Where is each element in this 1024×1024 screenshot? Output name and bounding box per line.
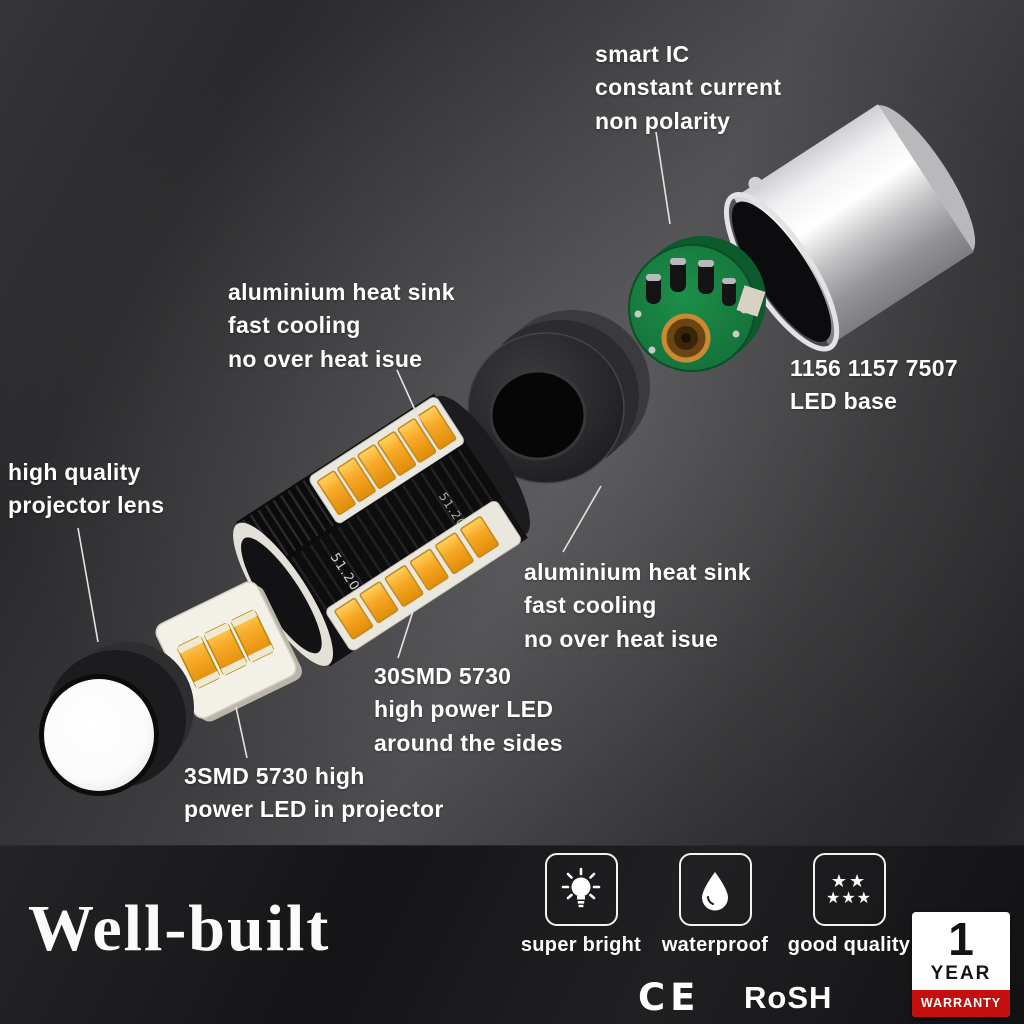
driver-pcb-part (628, 236, 766, 372)
annotation-line: non polarity (595, 107, 731, 134)
warranty-band: WARRANTY (912, 990, 1010, 1017)
ce-mark: CE (638, 976, 701, 1019)
led-base-part (723, 104, 976, 352)
leader-line-lens (77, 527, 99, 643)
annotation-smd3: 3SMD 5730 high power LED in projector (184, 760, 444, 827)
annotation-smd30: 30SMD 5730 high power LED around the sid… (374, 660, 563, 760)
annotation-line: 30SMD 5730 (374, 663, 512, 689)
annotation-heatsink-mid: aluminium heat sink fast cooling no over… (524, 556, 751, 656)
feature-good-quality: ★★ ★★★ good quality (769, 853, 929, 957)
projector-lens-part (39, 642, 194, 796)
heatsink-ring-part (467, 310, 650, 484)
annotation-line: fast cooling (228, 312, 361, 339)
footer-band: Well-built super bright waterp (0, 845, 1024, 1024)
leader-line-smart-ic (655, 131, 671, 225)
feature-label: super bright (520, 934, 642, 956)
leader-line-smd30 (397, 607, 415, 659)
annotation-line: aluminium heat sink (524, 559, 751, 585)
stars-icon: ★★ ★★★ (812, 853, 886, 926)
droplet-icon (678, 853, 752, 926)
annotation-line: no over heat isue (524, 625, 719, 652)
leader-line-heatsink-top (396, 369, 425, 431)
leader-lines (77, 131, 671, 759)
feature-label: waterproof (661, 934, 769, 956)
warranty-number: 1 (948, 913, 974, 965)
annotation-line: around the sides (374, 729, 563, 756)
annotation-smart-ic: smart IC constant current non polarity (595, 38, 781, 138)
stars-row-top: ★★ (830, 870, 868, 891)
leader-line-smd3 (235, 706, 248, 759)
annotation-projector-lens: high quality projector lens (8, 456, 164, 523)
annotation-line: LED base (790, 388, 898, 415)
exploded-view-diagram: 51.205 51.205 (39, 104, 976, 796)
annotation-line: power LED in projector (184, 796, 444, 823)
product-slogan: Well-built (28, 892, 331, 965)
warranty-badge: 1 YEAR WARRANTY (912, 912, 1010, 1017)
feature-waterproof: waterproof (635, 853, 795, 957)
led-body-part: 51.205 51.205 (233, 393, 530, 667)
annotation-line: 3SMD 5730 high (184, 763, 365, 789)
annotation-heatsink-top: aluminium heat sink fast cooling no over… (228, 276, 455, 376)
annotation-line: projector lens (8, 492, 165, 519)
stars-row-bottom: ★★★ (825, 889, 873, 907)
feature-label: good quality (787, 934, 911, 956)
bulb-icon (544, 853, 618, 926)
annotation-line: no over heat isue (228, 345, 423, 372)
annotation-line: constant current (595, 74, 782, 101)
annotation-line: 1156 1157 7507 (790, 355, 958, 381)
annotation-line: smart IC (595, 41, 690, 67)
smd-board-part (155, 581, 302, 722)
annotation-line: high quality (8, 459, 141, 485)
rosh-mark: RoSH (744, 980, 833, 1015)
annotation-line: aluminium heat sink (228, 279, 455, 305)
leader-line-heatsink-mid (562, 485, 602, 553)
feature-super-bright: super bright (501, 853, 661, 957)
annotation-led-base: 1156 1157 7507 LED base (790, 352, 958, 419)
annotation-line: fast cooling (524, 592, 657, 619)
annotation-line: high power LED (374, 696, 554, 723)
warranty-year: YEAR (930, 963, 992, 985)
